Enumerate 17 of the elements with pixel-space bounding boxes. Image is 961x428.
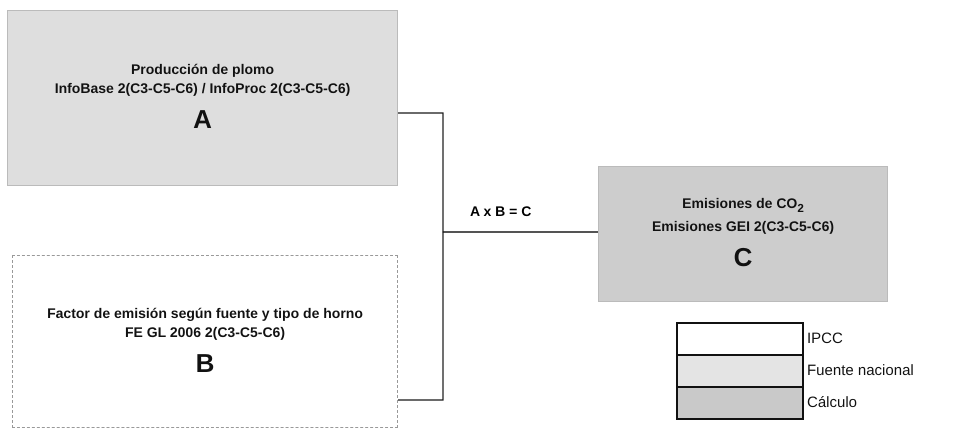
box-letter: C bbox=[732, 241, 754, 274]
edge-label: A x B = C bbox=[468, 203, 534, 219]
legend-label: Cálculo bbox=[807, 394, 858, 411]
box-text: Emisiones de CO$_{2}$ bbox=[681, 194, 805, 216]
legend-label: IPCC bbox=[807, 330, 843, 347]
box-text: InfoBase 2(C3-C5-C6) / InfoProc 2(C3-C5-C6) bbox=[54, 79, 352, 98]
factor-box bbox=[12, 255, 398, 428]
box-text: Emisiones GEI 2(C3-C5-C6) bbox=[650, 217, 836, 236]
box-text: FE GL 2006 2(C3-C5-C6) bbox=[124, 322, 286, 342]
result-box bbox=[598, 166, 888, 302]
box-letter: B bbox=[194, 346, 216, 380]
box-letter: A bbox=[192, 103, 213, 136]
connector-line bbox=[398, 231, 598, 401]
source-box bbox=[7, 10, 398, 186]
box-text: Factor de emisión según fuente y tipo de horno bbox=[46, 304, 364, 322]
legend-label: Fuente nacional bbox=[807, 362, 914, 379]
box-text: Producción de plomo bbox=[130, 60, 276, 79]
